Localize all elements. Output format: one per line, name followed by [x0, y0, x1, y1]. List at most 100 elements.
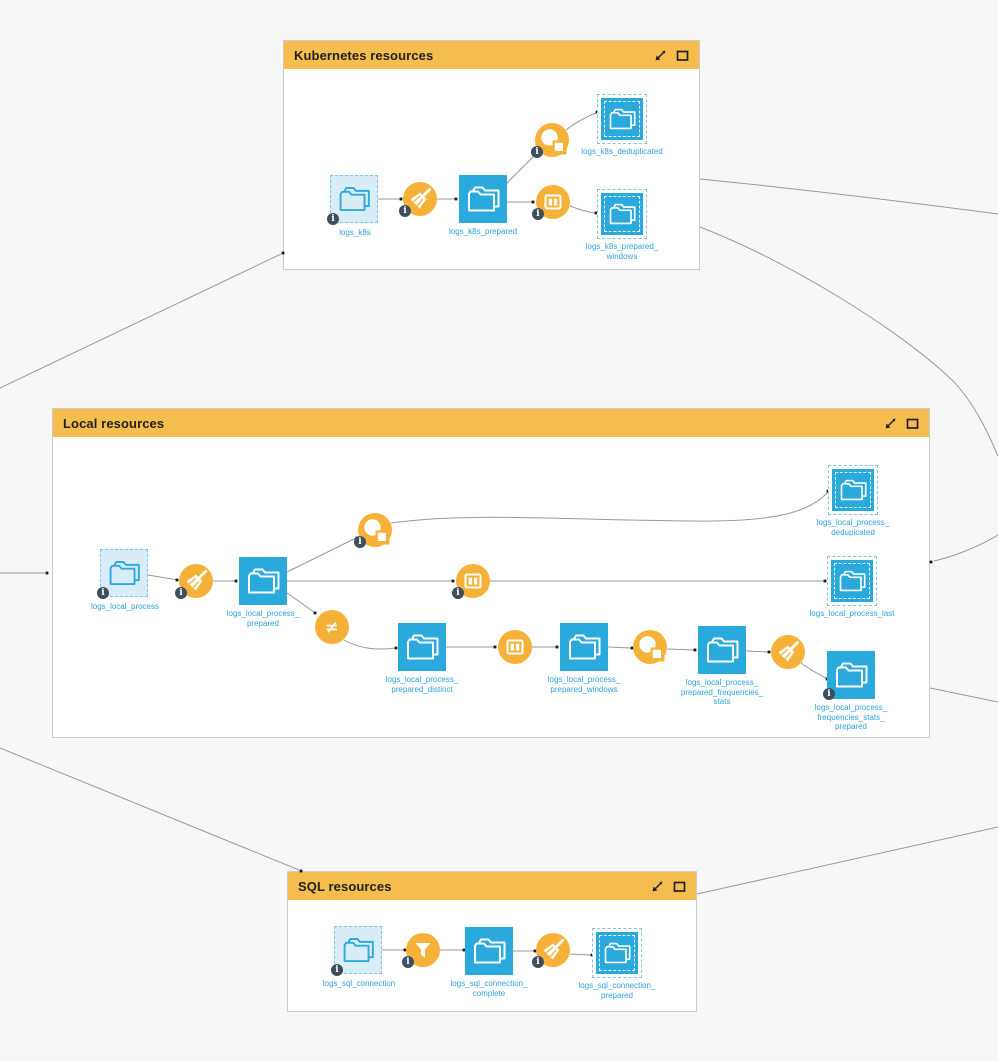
- prepare-icon: [186, 569, 208, 591]
- dataset-logs-local-process-prepared[interactable]: logs_local_process_ prepared: [227, 557, 299, 628]
- info-badge: i: [823, 688, 835, 700]
- dataset-logs-sql-connection-complete[interactable]: logs_sql_connection_ complete: [451, 927, 527, 998]
- group-icon: [364, 519, 390, 545]
- zone-connection-edge: [933, 534, 998, 562]
- info-badge: i: [327, 213, 339, 225]
- info-badge: i: [399, 205, 411, 217]
- dataset-logs-local-process-last[interactable]: logs_local_process_last: [810, 556, 894, 618]
- zone-connection-edge: [0, 253, 282, 389]
- info-badge: i: [175, 587, 187, 599]
- info-badge: i: [331, 964, 343, 976]
- collapse-zone-icon[interactable]: [884, 417, 897, 430]
- dataset-logs-k8s-deduplicated[interactable]: logs_k8s_deduplicated: [581, 94, 663, 156]
- dataset-logs-sql-connection-prepared[interactable]: logs_sql_connection_ prepared: [579, 928, 655, 1000]
- recipe-group[interactable]: i: [531, 123, 569, 158]
- zone-header-kubernetes[interactable]: Kubernetes resources: [284, 41, 699, 69]
- window-icon: [464, 573, 482, 589]
- distinct-icon: ≠: [325, 618, 338, 637]
- info-badge: i: [531, 146, 543, 158]
- recipe-prepare[interactable]: i: [175, 564, 213, 599]
- group-icon: [541, 129, 567, 155]
- folder-icon: [339, 187, 370, 211]
- collapse-zone-icon[interactable]: [654, 49, 667, 62]
- zone-header-icons: [651, 880, 686, 893]
- dataset-logs-local-process-prepared-distinct[interactable]: logs_local_process_ prepared_distinct: [386, 623, 458, 694]
- prepare-icon: [778, 640, 800, 662]
- prepare-icon: [410, 187, 432, 209]
- collapse-zone-icon[interactable]: [651, 880, 664, 893]
- folder-icon-wrap: [597, 933, 636, 972]
- recipe-window[interactable]: i: [532, 185, 570, 220]
- edge-endpoint-dot: [929, 560, 933, 564]
- dataset-logs-k8s-prepared[interactable]: logs_k8s_prepared: [449, 175, 517, 236]
- recipe-group[interactable]: [633, 630, 667, 664]
- folder-icon: [707, 637, 739, 663]
- info-badge: i: [354, 536, 366, 548]
- folder-icon: [609, 108, 636, 130]
- folder-icon: [468, 186, 500, 212]
- folder-icon: [407, 634, 439, 660]
- recipe-group[interactable]: i: [354, 513, 392, 548]
- info-badge: i: [97, 587, 109, 599]
- info-badge: i: [452, 587, 464, 599]
- recipe-prepare[interactable]: i: [399, 182, 437, 217]
- folder-icon-wrap: [602, 194, 641, 233]
- folder-icon: [248, 568, 280, 594]
- folder-icon: [839, 570, 866, 592]
- zone-title: Local resources: [63, 415, 165, 431]
- dataset-inner-dash: [604, 196, 640, 232]
- zone-title: SQL resources: [298, 878, 392, 894]
- folder-icon: [474, 938, 506, 964]
- edge-endpoint-dot: [45, 571, 49, 575]
- dataset-logs-k8s-prepared-windows[interactable]: logs_k8s_prepared_ windows: [586, 189, 658, 261]
- info-badge: i: [402, 956, 414, 968]
- recipe-distinct[interactable]: ≠: [315, 610, 349, 644]
- dataset-inner-dash: [604, 101, 640, 137]
- dataset-inner-dash: [835, 472, 871, 508]
- zone-header-sql[interactable]: SQL resources: [288, 872, 696, 900]
- folder-icon: [840, 479, 867, 501]
- recipe-prepare[interactable]: i: [532, 933, 570, 968]
- folder-icon-wrap: [833, 470, 872, 509]
- maximize-zone-icon[interactable]: [673, 880, 686, 893]
- folder-icon: [836, 662, 868, 688]
- zone-header-local[interactable]: Local resources: [53, 409, 929, 437]
- folder-icon: [343, 938, 374, 962]
- recipe-prepare[interactable]: [771, 635, 805, 669]
- zone-header-icons: [884, 417, 919, 430]
- zone-title: Kubernetes resources: [294, 47, 434, 63]
- zone-header-icons: [654, 49, 689, 62]
- recipe-filter[interactable]: i: [402, 933, 440, 968]
- zone-connection-edge: [699, 178, 998, 215]
- prepare-icon: [543, 938, 565, 960]
- zone-kubernetes: Kubernetes resources: [283, 40, 700, 270]
- maximize-zone-icon[interactable]: [906, 417, 919, 430]
- folder-icon: [569, 634, 601, 660]
- info-badge: i: [532, 208, 544, 220]
- zone-connection-edge: [696, 826, 998, 895]
- folder-icon: [109, 561, 140, 585]
- info-badge: i: [532, 956, 544, 968]
- filter-icon: [415, 943, 431, 958]
- dataset-inner-dash: [834, 563, 870, 599]
- window-icon: [506, 639, 524, 655]
- dataset-logs-local-process-prepared-frequencies-stats[interactable]: logs_local_process_ prepared_frequencies…: [681, 626, 763, 706]
- recipe-window[interactable]: i: [452, 564, 490, 599]
- recipe-window[interactable]: [498, 630, 532, 664]
- folder-icon: [609, 203, 636, 225]
- dataset-logs-local-process-dedupicated[interactable]: logs_local_process_ dedupicated: [817, 465, 889, 537]
- dataset-inner-dash: [599, 935, 635, 971]
- svg-text:≠: ≠: [325, 618, 338, 637]
- group-icon: [639, 636, 665, 662]
- folder-icon-wrap: [832, 561, 871, 600]
- zone-connection-edge: [0, 747, 300, 871]
- window-icon: [544, 194, 562, 210]
- dataset-logs-local-process-prepared-windows[interactable]: logs_local_process_ prepared_windows: [548, 623, 620, 694]
- folder-icon-wrap: [602, 99, 641, 138]
- maximize-zone-icon[interactable]: [676, 49, 689, 62]
